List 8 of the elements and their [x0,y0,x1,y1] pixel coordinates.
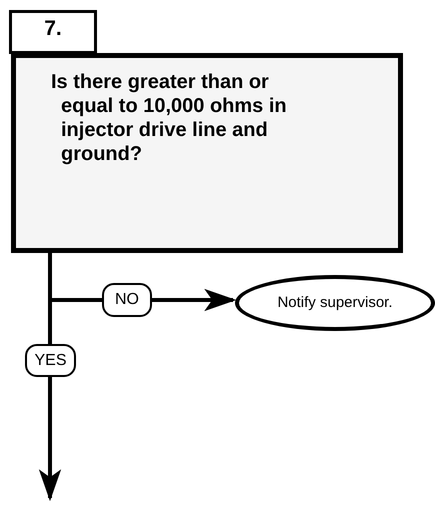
node-text: 7. [44,16,62,39]
question-box [11,53,403,253]
node-text: Notify supervisor. [277,292,393,313]
connector-arrow [38,253,62,502]
edge-label: NO [102,283,152,317]
node-text: Is there greater than or equal to 10,000 ohms in injector drive line and ground? [51,70,288,166]
step-number-box [9,10,97,54]
edge-label: YES [25,344,76,377]
